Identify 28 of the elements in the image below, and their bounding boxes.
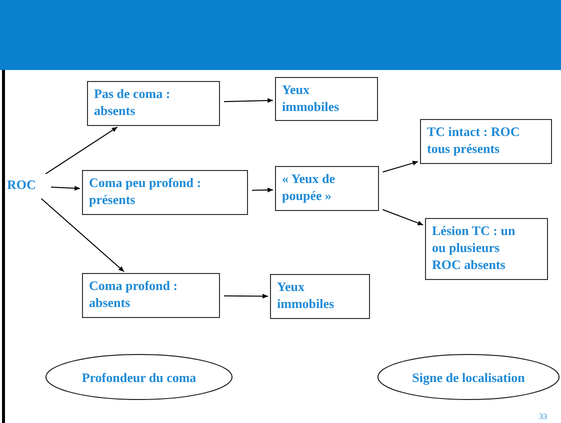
process-box [420, 119, 552, 164]
process-box [425, 218, 548, 280]
process-box [275, 77, 378, 121]
process-box [87, 81, 220, 126]
arrow [45, 126, 118, 174]
ellipse-text: Signe de localisation [412, 368, 525, 386]
ellipse-text: Profondeur du coma [82, 368, 196, 386]
node-text: ROC [7, 177, 36, 192]
arrow [224, 98, 274, 103]
box-text: Yeux immobiles [277, 278, 336, 312]
arrow [252, 188, 274, 192]
box-text: Coma profond : absents [89, 277, 179, 311]
arrow [382, 209, 424, 226]
process-box [82, 170, 248, 215]
process-box [270, 274, 370, 319]
box-text: « Yeux de poupée » [282, 170, 336, 204]
arrow [382, 160, 419, 172]
arrow [40, 198, 125, 272]
box-text: Yeux immobiles [282, 81, 340, 115]
box-text: Pas de coma : absents [94, 85, 172, 119]
page-number: 33 [539, 412, 547, 421]
box-text: TC intact : ROC tous présents [427, 123, 521, 157]
box-text: Coma peu profond : présents [89, 174, 202, 208]
process-box [82, 273, 220, 318]
arrow [224, 294, 268, 299]
box-text: Lésion TC : un ou plusieurs ROC absents [432, 222, 516, 273]
arrow [50, 186, 80, 191]
process-box [275, 166, 379, 211]
